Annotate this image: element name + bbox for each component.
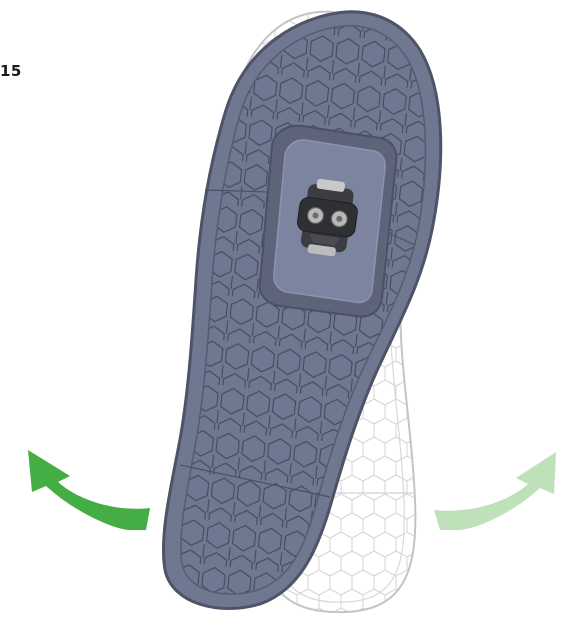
- rotate-counterclockwise-arrow-icon: [28, 450, 150, 530]
- rotate-clockwise-arrow-icon: [434, 452, 556, 530]
